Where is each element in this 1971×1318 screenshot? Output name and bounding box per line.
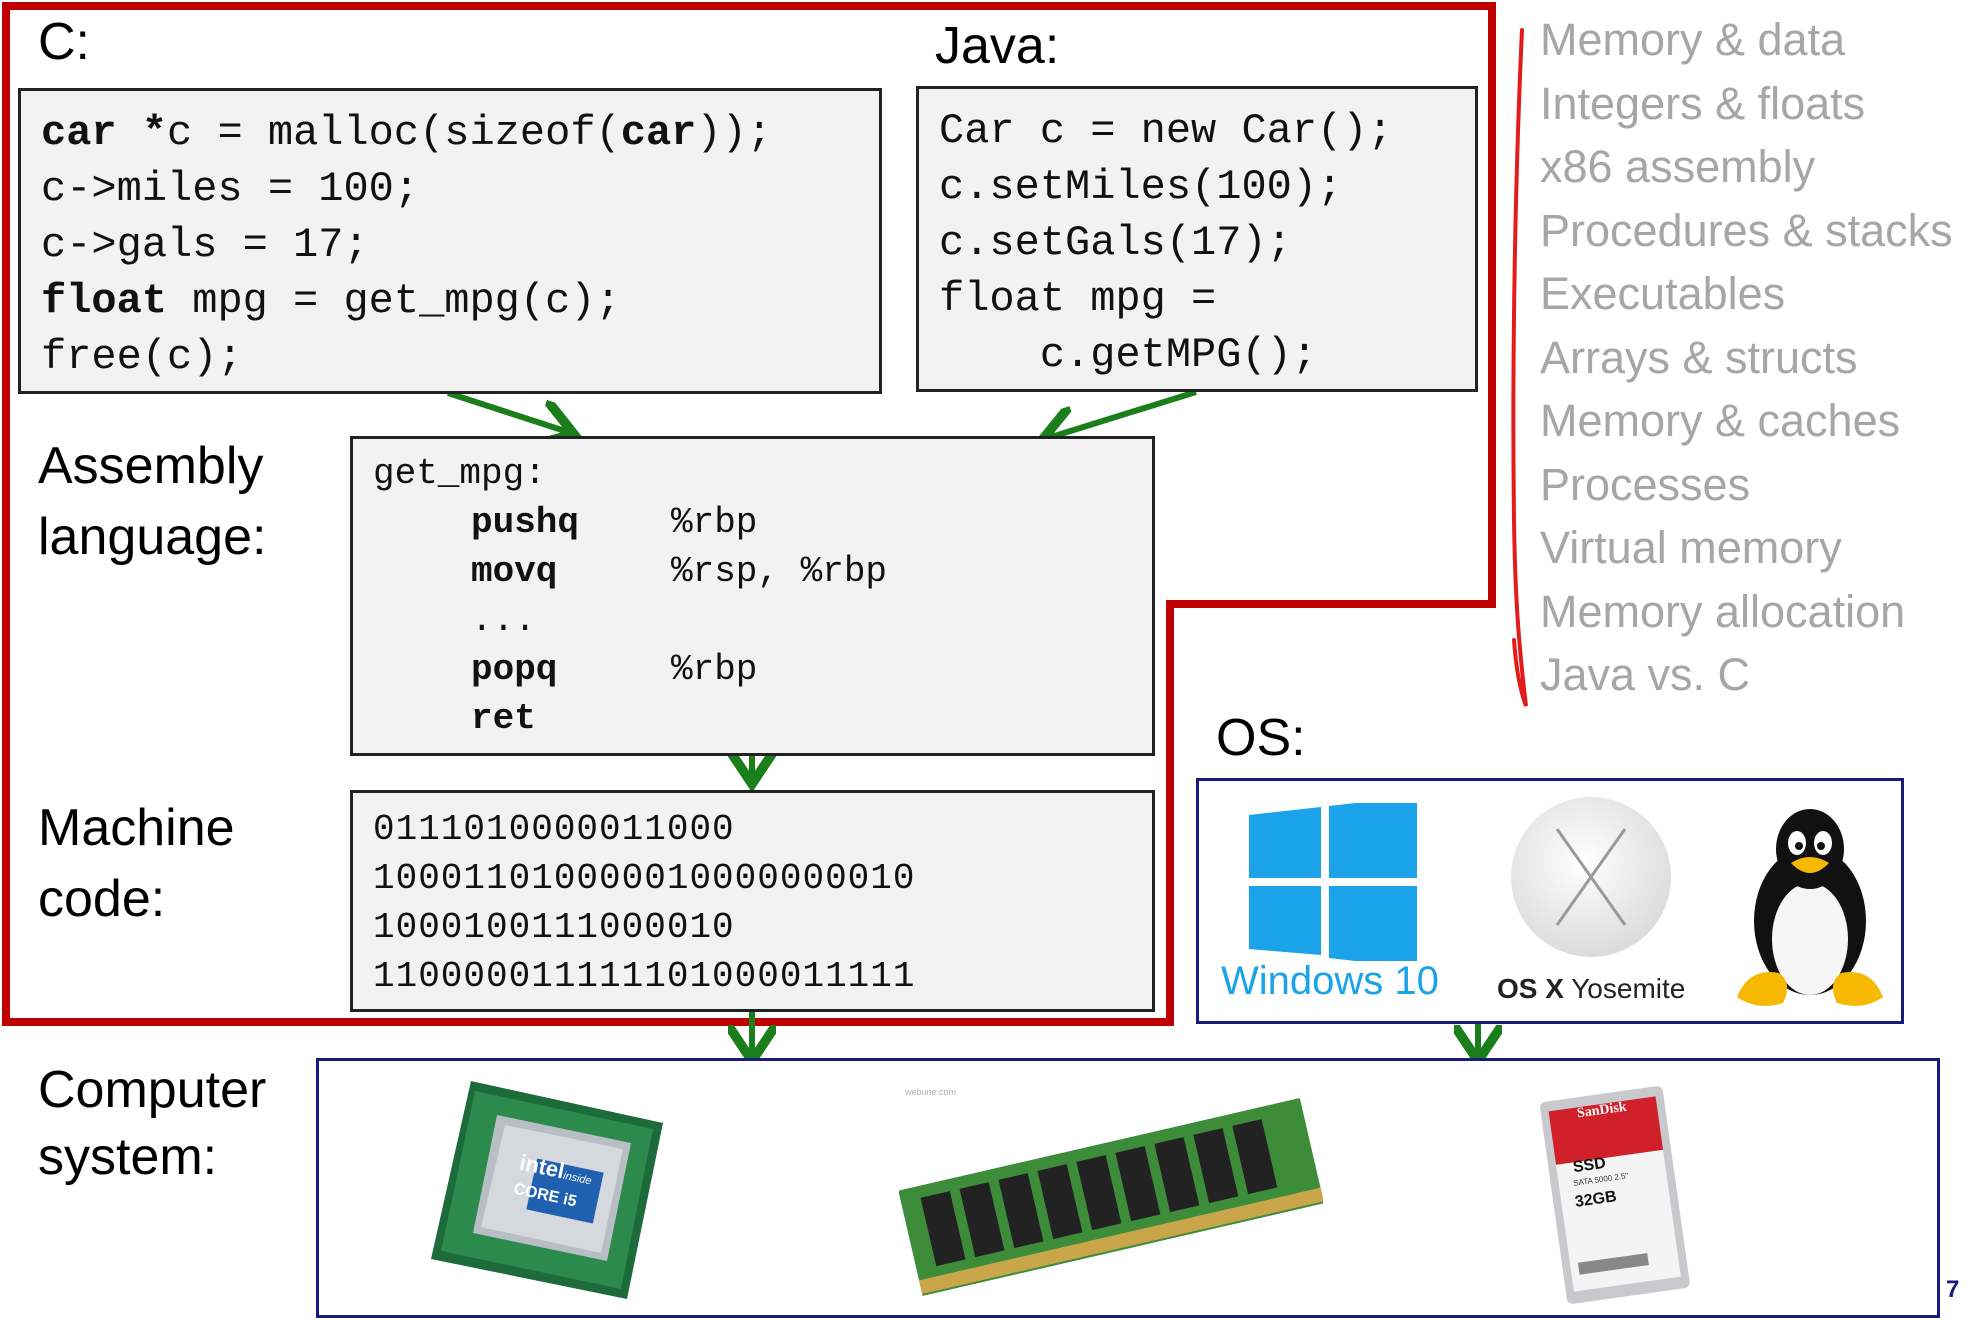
- topic-item: Processes: [1540, 458, 1751, 510]
- assembly-code-box: get_mpg: pushq%rbp movq%rsp, %rbp ... po…: [350, 436, 1155, 756]
- arrow-java-to-assembly: [1048, 389, 1197, 438]
- topic-item: Executables: [1540, 268, 1786, 319]
- java-code-line: c.setMiles(100);: [939, 163, 1343, 211]
- machine-label-line-2: code:: [38, 870, 166, 928]
- ssd-drive-icon: [1540, 1086, 1690, 1304]
- topics-list: Memory & data Integers & floats x86 asse…: [1540, 8, 1953, 707]
- machine-code-line: 1000100111000010: [373, 907, 735, 948]
- c-code-line: float mpg = get_mpg(c);: [41, 277, 621, 325]
- assembly-row: ret: [471, 698, 536, 739]
- topic-item: Java vs. C: [1540, 649, 1751, 700]
- computer-system-label: Computer system:: [38, 1058, 266, 1190]
- cpu-chip-icon: [431, 1081, 663, 1299]
- topic-item: Memory & caches: [1540, 395, 1901, 446]
- assembly-row: ...: [471, 600, 536, 641]
- osx-label: OS X Yosemite: [1497, 973, 1686, 1004]
- c-code-line: c->gals = 17;: [41, 221, 369, 269]
- machine-code-label: Machine code:: [38, 796, 235, 932]
- computer-label-line-1: Computer: [38, 1061, 267, 1119]
- topic-item: x86 assembly: [1540, 141, 1816, 192]
- topic-item: Procedures & stacks: [1540, 204, 1953, 256]
- windows-10-label: Windows 10: [1221, 959, 1439, 1003]
- c-scope-outline: [2, 2, 1496, 1026]
- topic-item: Memory allocation: [1540, 585, 1906, 637]
- os-label: OS:: [1216, 709, 1306, 767]
- ram-module-icon: [899, 1098, 1323, 1296]
- machine-code-box: 0111010000011000 10001101000001000000001…: [350, 790, 1155, 1012]
- assembly-label-line-2: language:: [38, 508, 267, 566]
- ram-watermark: webune.com: [905, 1087, 957, 1097]
- c-code-line: car *c = malloc(sizeof(car));: [41, 109, 772, 157]
- topic-item: Memory & data: [1540, 14, 1846, 65]
- computer-label-line-2: system:: [38, 1128, 218, 1186]
- topic-item: Virtual memory: [1540, 522, 1842, 573]
- osx-logo-icon: [1511, 797, 1671, 957]
- c-code-box: car *c = malloc(sizeof(car)); c->miles =…: [18, 88, 882, 394]
- assembly-label: Assembly language:: [38, 434, 266, 570]
- c-code-line: c->miles = 100;: [41, 165, 420, 213]
- java-label: Java:: [935, 17, 1060, 75]
- page-number: 7: [1946, 1276, 1960, 1303]
- assembly-row: popq%rbp: [471, 649, 758, 690]
- topic-item: Arrays & structs: [1540, 331, 1858, 383]
- machine-code-line: 110000011111101000011111: [373, 956, 916, 997]
- c-code-line: free(c);: [41, 333, 243, 381]
- assembly-header: get_mpg:: [373, 453, 546, 494]
- machine-label-line-1: Machine: [38, 799, 235, 857]
- arrow-c-to-assembly: [447, 390, 568, 432]
- topic-item: Integers & floats: [1540, 77, 1866, 129]
- computer-system-box: intelinside CORE i5 webune.com SanDisk S…: [316, 1058, 1940, 1318]
- assembly-label-line-1: Assembly: [38, 437, 264, 495]
- machine-code-line: 0111010000011000: [373, 809, 735, 850]
- java-code-line: c.getMPG();: [939, 331, 1318, 379]
- topics-progress-marker: [1511, 28, 1528, 707]
- java-code-line: Car c = new Car();: [939, 107, 1393, 155]
- assembly-row: movq%rsp, %rbp: [471, 551, 888, 592]
- java-code-line: c.setGals(17);: [939, 219, 1292, 267]
- machine-code-line: 100011010000010000000010: [373, 858, 916, 899]
- assembly-row: pushq%rbp: [471, 502, 758, 543]
- windows-logo-icon: [1249, 803, 1417, 961]
- java-code-box: Car c = new Car(); c.setMiles(100); c.se…: [916, 86, 1478, 392]
- os-box: Windows 10 OS X Yosemite: [1196, 778, 1904, 1024]
- java-code-line: float mpg =: [939, 275, 1217, 323]
- linux-tux-icon: [1737, 809, 1883, 1006]
- c-label: C:: [38, 13, 90, 71]
